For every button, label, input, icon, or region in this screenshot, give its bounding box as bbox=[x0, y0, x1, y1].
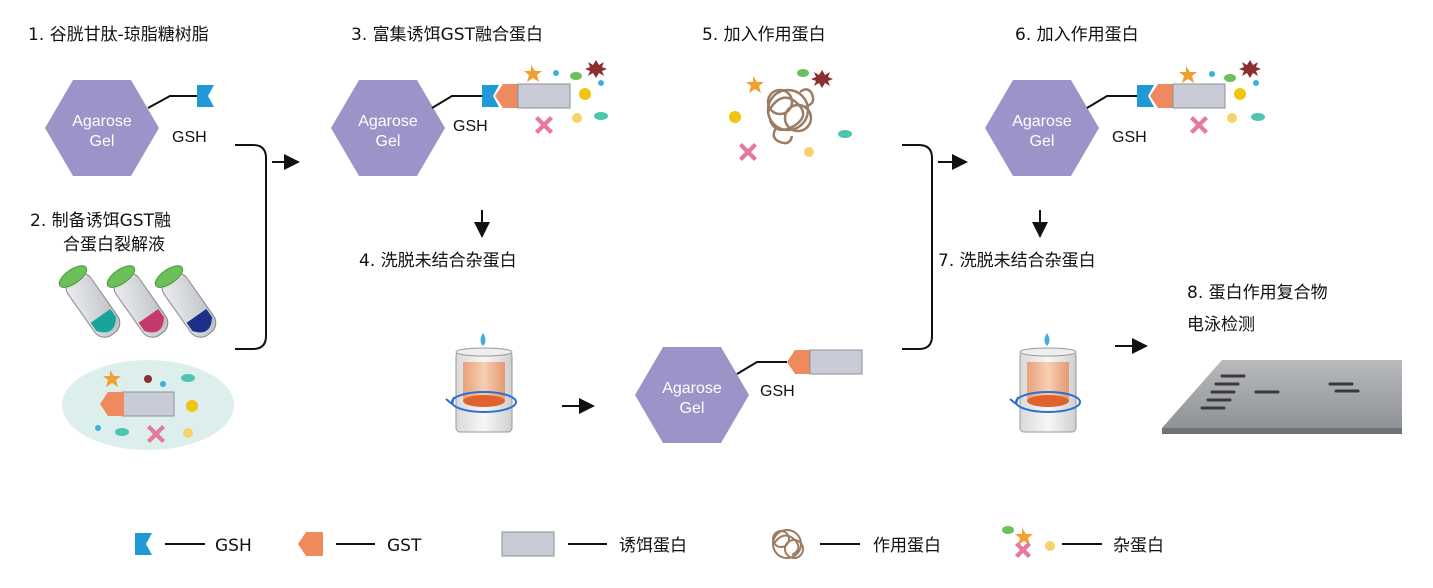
gsh-label: GSH bbox=[760, 383, 795, 400]
legend-label-gst: GST bbox=[387, 536, 422, 556]
agarose-gel-hexagon bbox=[45, 80, 159, 176]
step8-label-line2: 电泳检测 bbox=[1187, 315, 1255, 335]
gel-label-line1: Agarose bbox=[662, 380, 722, 397]
tube-teal bbox=[58, 265, 121, 338]
washed-resin-bait: Agarose Gel GSH bbox=[635, 347, 863, 443]
gst-icon bbox=[298, 532, 323, 556]
step7-label: 7. 洗脱未结合杂蛋白 bbox=[938, 251, 1096, 271]
gsh-label: GSH bbox=[172, 129, 207, 146]
legend-item-misc: 杂蛋白 bbox=[1002, 526, 1164, 558]
legend-label-gsh: GSH bbox=[215, 536, 252, 556]
linker-line bbox=[431, 95, 482, 109]
merge-bracket-left bbox=[235, 144, 267, 350]
step2-label-line1: 2. 制备诱饵GST融 bbox=[30, 211, 171, 231]
gsh-label: GSH bbox=[1112, 129, 1147, 146]
gst-bait-fusion-lysate bbox=[100, 391, 175, 417]
step4-wash-beaker bbox=[445, 333, 517, 433]
gel-label-line1: Agarose bbox=[358, 113, 418, 130]
gel-bands bbox=[1200, 374, 1360, 410]
misc-proteins-step3 bbox=[524, 60, 608, 134]
gel-label-line2: Gel bbox=[376, 133, 401, 150]
agarose-gel-hexagon bbox=[985, 80, 1099, 176]
legend-label-bait: 诱饵蛋白 bbox=[619, 536, 687, 556]
gst-icon bbox=[787, 350, 810, 374]
step5-interacting-protein bbox=[729, 69, 852, 161]
step7-wash-beaker bbox=[1009, 333, 1081, 433]
agarose-gel-hexagon bbox=[635, 347, 749, 443]
misc-proteins-step6 bbox=[1179, 60, 1265, 134]
legend-label-misc: 杂蛋白 bbox=[1113, 536, 1164, 556]
step2-label-line2: 合蛋白裂解液 bbox=[63, 235, 165, 255]
legend-item-bait: 诱饵蛋白 bbox=[501, 531, 687, 557]
step3-enrichment: Agarose Gel GSH bbox=[331, 60, 608, 176]
interact-protein-icon bbox=[772, 529, 804, 559]
tube-navy bbox=[154, 265, 217, 338]
electrophoresis-gel-plate bbox=[1162, 360, 1402, 434]
step3-label: 3. 富集诱饵GST融合蛋白 bbox=[351, 25, 543, 45]
gsh-label: GSH bbox=[453, 118, 488, 135]
step6-binding: Agarose Gel GSH bbox=[985, 60, 1265, 176]
gel-label-line1: Agarose bbox=[72, 113, 132, 130]
legend-item-interact: 作用蛋白 bbox=[772, 529, 941, 559]
legend-item-gst: GST bbox=[298, 532, 422, 556]
gsh-icon bbox=[1137, 85, 1154, 107]
misc-proteins-lysate bbox=[95, 370, 198, 443]
gsh-icon bbox=[135, 533, 152, 555]
step1-agarose-gsh: Agarose Gel GSH bbox=[45, 80, 214, 176]
bait-protein bbox=[809, 349, 863, 375]
gsh-icon bbox=[197, 85, 214, 107]
merge-bracket-right bbox=[902, 144, 933, 350]
gel-label-line2: Gel bbox=[1030, 133, 1055, 150]
legend-label-interact: 作用蛋白 bbox=[873, 536, 941, 556]
gsh-icon bbox=[482, 85, 499, 107]
tube-pink bbox=[106, 265, 169, 338]
gel-label-line2: Gel bbox=[90, 133, 115, 150]
legend-item-gsh: GSH bbox=[135, 533, 252, 556]
linker-line bbox=[1086, 95, 1137, 109]
agarose-gel-hexagon bbox=[331, 80, 445, 176]
step1-label: 1. 谷胱甘肽-琼脂糖树脂 bbox=[28, 25, 209, 45]
linker-line bbox=[736, 361, 787, 375]
step5-label: 5. 加入作用蛋白 bbox=[702, 25, 826, 45]
water-drop-icon bbox=[1044, 333, 1050, 346]
step8-label-line1: 8. 蛋白作用复合物 bbox=[1187, 283, 1328, 303]
step4-label: 4. 洗脱未结合杂蛋白 bbox=[359, 251, 517, 271]
legend: GSH GST 诱饵蛋白 作用蛋白 bbox=[135, 526, 1164, 559]
bait-protein bbox=[1172, 83, 1226, 109]
step2-lysate-tubes bbox=[58, 265, 234, 450]
linker-line bbox=[147, 95, 197, 109]
interact-protein-icon bbox=[766, 88, 815, 145]
bait-protein-icon bbox=[501, 531, 555, 557]
gel-label-line2: Gel bbox=[680, 400, 705, 417]
gel-label-line1: Agarose bbox=[1012, 113, 1072, 130]
step6-label: 6. 加入作用蛋白 bbox=[1015, 25, 1139, 45]
gst-icon bbox=[1150, 84, 1173, 108]
gst-icon bbox=[495, 84, 518, 108]
water-drop-icon bbox=[480, 333, 486, 346]
bait-protein bbox=[517, 83, 571, 109]
